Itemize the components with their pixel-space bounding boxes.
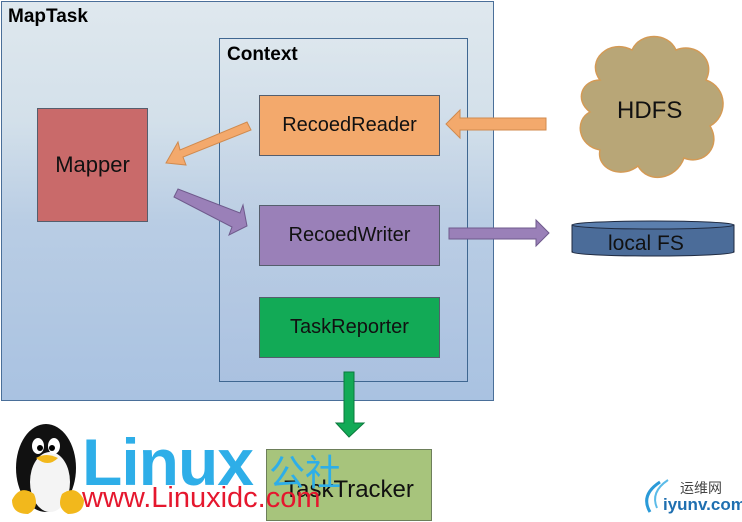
iyunv-watermark-cn: 运维网: [680, 480, 722, 496]
record-writer-node: RecoedWriter: [259, 205, 440, 266]
reader-to-mapper-arrow: [165, 121, 252, 166]
hdfs-to-reader-arrow: [445, 108, 547, 140]
writer-to-localfs-arrow: [448, 218, 550, 248]
maptask-title: MapTask: [8, 6, 88, 27]
record-writer-label: RecoedWriter: [288, 224, 411, 246]
task-reporter-node: TaskReporter: [259, 297, 440, 358]
task-tracker-node: TaskTracker: [266, 449, 432, 521]
linux-watermark-url: www.Linuxidc.com: [82, 482, 321, 514]
context-title: Context: [227, 44, 298, 65]
local-fs-label: local FS: [608, 232, 684, 255]
linux-watermark-cn: 公社: [269, 452, 342, 493]
iyunv-watermark-url: iyunv.com: [663, 495, 742, 514]
hdfs-cloud-icon: [579, 35, 724, 179]
mapper-node: Mapper: [37, 108, 148, 222]
mapper-to-writer-arrow: [173, 188, 248, 237]
task-tracker-label: TaskTracker: [284, 476, 414, 503]
mapper-label: Mapper: [55, 152, 130, 177]
record-reader-label: RecoedReader: [282, 114, 417, 136]
local-fs-disk-icon: [571, 220, 735, 257]
reporter-to-tracker-arrow: [334, 371, 366, 438]
hdfs-label: HDFS: [617, 97, 683, 124]
linux-watermark-word: Linux: [82, 425, 254, 499]
task-reporter-label: TaskReporter: [290, 316, 409, 338]
record-reader-node: RecoedReader: [259, 95, 440, 156]
